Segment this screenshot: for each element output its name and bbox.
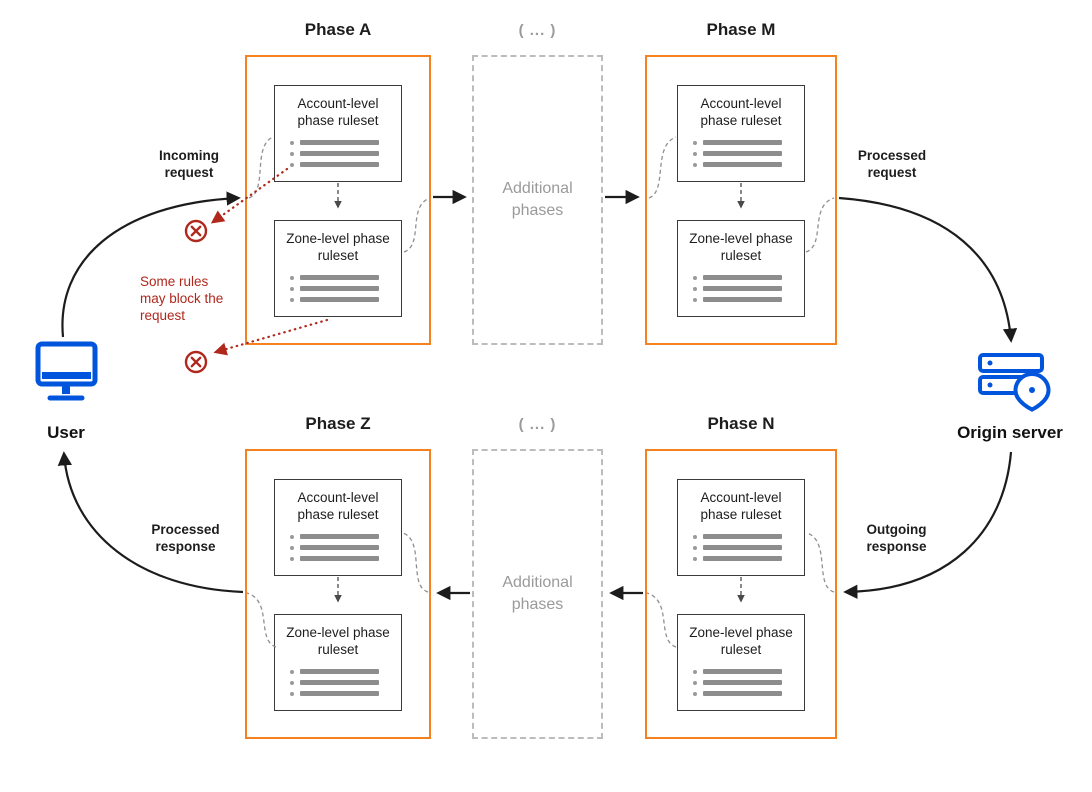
account-ruleset-box: Account-level phase ruleset [274,85,402,182]
ruleset-lines [693,531,804,564]
phase-z-box: Account-level phase ruleset Zone-level p… [245,449,431,739]
zone-ruleset-label: Zone-level phase ruleset [689,231,793,263]
origin-server-label: Origin server [957,423,1063,442]
additional-phases-bottom-box: Additional phases [472,449,603,739]
additional-phases-bottom-label: Additional phases [502,574,573,613]
ruleset-lines [693,666,804,699]
zone-ruleset-box: Zone-level phase ruleset [274,614,402,711]
arrow-phase-m-to-origin [838,196,1018,343]
outgoing-response-label: Outgoing response [866,522,927,554]
processed-request-label: Processed request [857,148,927,180]
ruleset-lines [290,666,401,699]
ellipsis-top: ( ... ) [518,22,557,39]
zone-ruleset-box: Zone-level phase ruleset [677,220,805,317]
processed-response-label: Processed response [151,522,220,554]
incoming-request-label: Incoming request [159,148,219,180]
phase-m-title: Phase M [706,20,776,39]
zone-ruleset-box: Zone-level phase ruleset [677,614,805,711]
location-pin-icon [1013,371,1051,412]
ruleset-lines [290,272,401,305]
account-ruleset-label: Account-level phase ruleset [700,490,782,522]
zone-ruleset-label: Zone-level phase ruleset [286,625,390,657]
phase-m-box: Account-level phase ruleset Zone-level p… [645,55,837,345]
origin-server-icon [978,353,1051,412]
phase-a-title: Phase A [304,20,372,39]
account-ruleset-box: Account-level phase ruleset [274,479,402,576]
phase-z-title: Phase Z [305,414,371,433]
zone-ruleset-box: Zone-level phase ruleset [274,220,402,317]
block-x-icon [184,219,208,243]
ruleset-lines [693,137,804,170]
ruleset-lines [693,272,804,305]
ruleset-lines [290,531,401,564]
account-ruleset-label: Account-level phase ruleset [297,490,379,522]
ruleset-lines [290,137,401,170]
additional-phases-top-label: Additional phases [502,180,573,219]
phase-n-title: Phase N [707,414,775,433]
account-ruleset-label: Account-level phase ruleset [297,96,379,128]
account-ruleset-box: Account-level phase ruleset [677,479,805,576]
user-label: User [47,423,85,442]
zone-ruleset-label: Zone-level phase ruleset [286,231,390,263]
ellipsis-bottom: ( ... ) [518,416,557,433]
block-x-icon [184,350,208,374]
account-ruleset-label: Account-level phase ruleset [700,96,782,128]
phase-a-box: Account-level phase ruleset Zone-level p… [245,55,431,345]
zone-ruleset-label: Zone-level phase ruleset [689,625,793,657]
phase-n-box: Account-level phase ruleset Zone-level p… [645,449,837,739]
user-icon [35,341,98,401]
block-note: Some rules may block the request [140,274,224,323]
additional-phases-top-box: Additional phases [472,55,603,345]
account-ruleset-box: Account-level phase ruleset [677,85,805,182]
